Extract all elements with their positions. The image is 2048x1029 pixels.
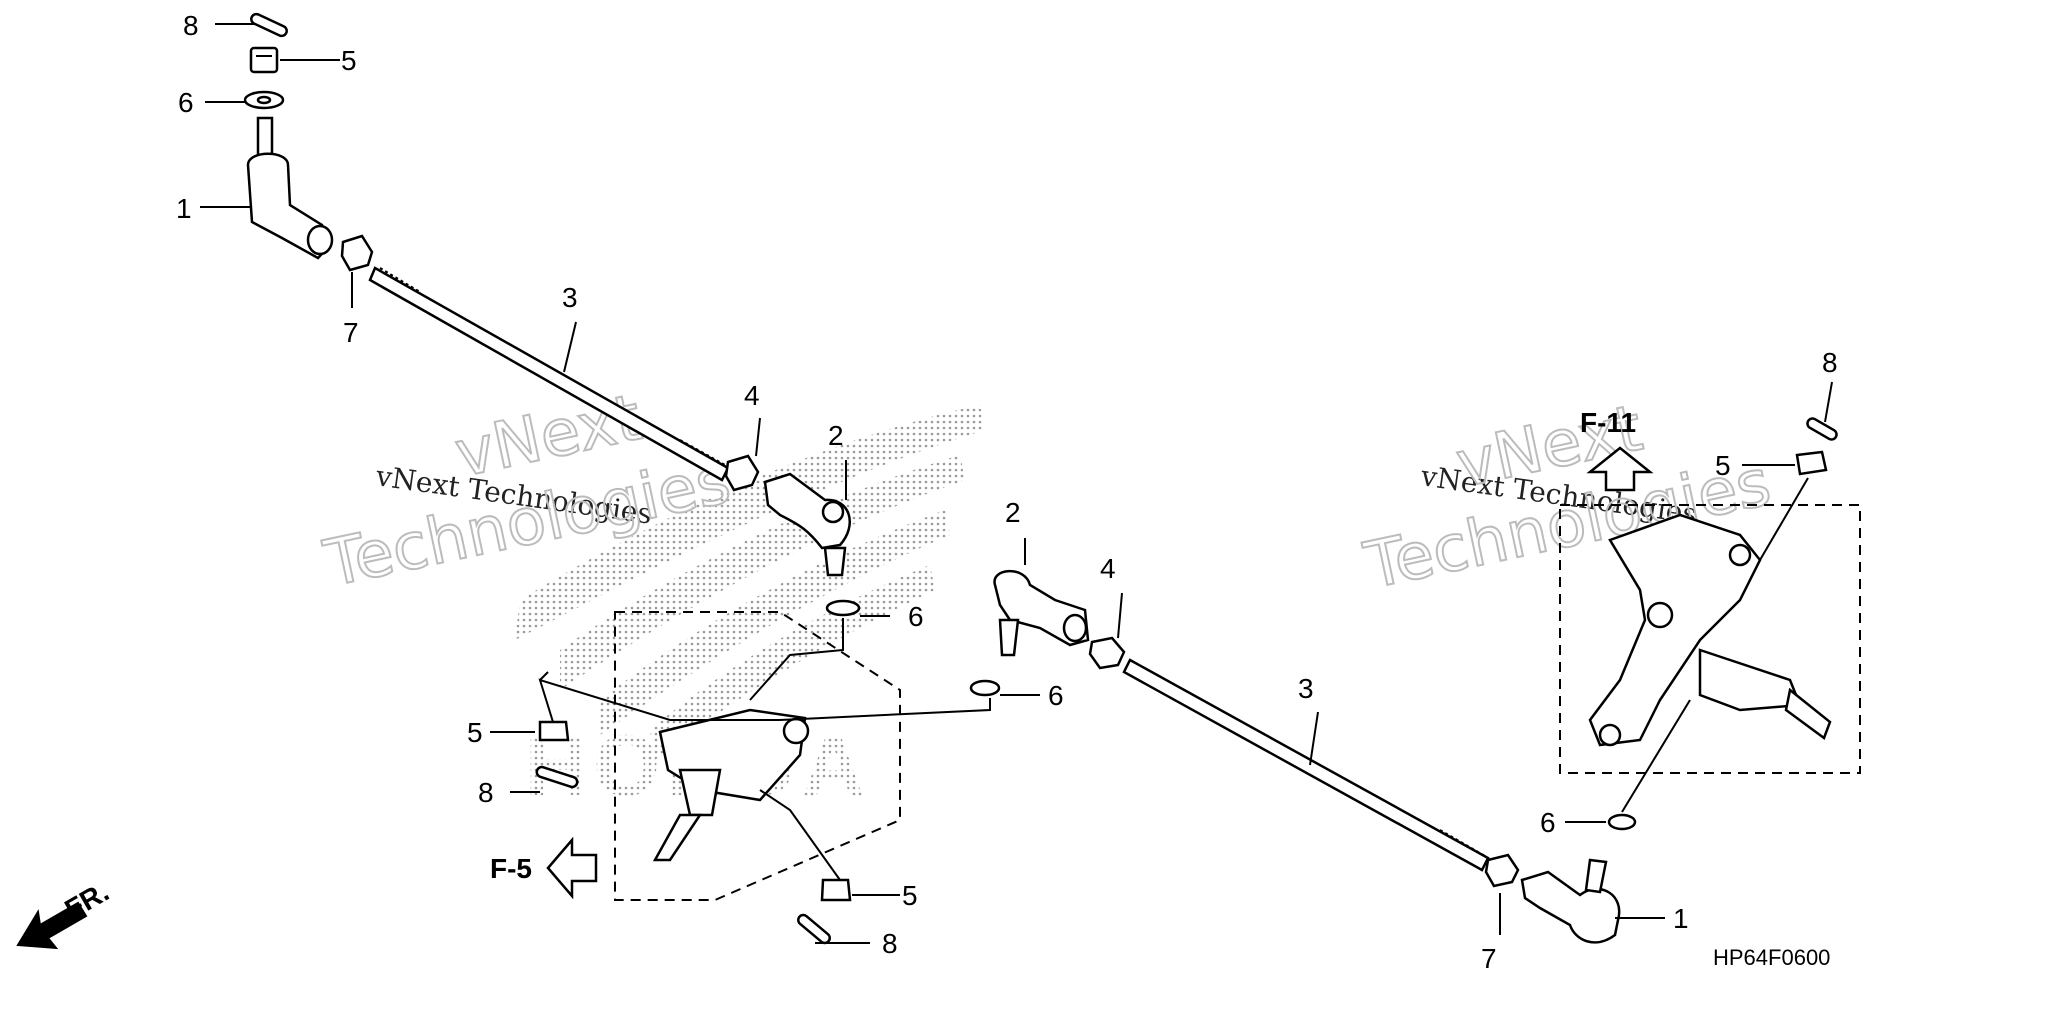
tie-rod-left [368, 266, 730, 482]
tie-rod-end-left [246, 116, 334, 260]
washer-right [1607, 813, 1637, 831]
callout-6-right: 6 [1540, 807, 1556, 838]
tie-rod-end-inner-right [993, 569, 1090, 657]
tie-rod-end-inner-left [763, 472, 851, 577]
callout-7-right: 7 [1481, 943, 1497, 974]
cotter-pin-left-bottom [797, 913, 831, 945]
callout-8-mid-left: 8 [478, 777, 494, 808]
castle-nut-left-bottom [820, 878, 852, 902]
reference-f5-label: F-5 [490, 853, 532, 884]
front-arrow-icon [16, 901, 88, 950]
callout-5-mid-left: 5 [467, 717, 483, 748]
tie-rod-right [1122, 658, 1490, 872]
cotter-pin-left-mid [535, 765, 579, 789]
callout-5-top: 5 [341, 45, 357, 76]
tie-rod-end-right [1520, 858, 1621, 944]
callout-1-left: 1 [176, 193, 192, 224]
callout-4-left: 4 [744, 380, 760, 411]
leader-lines [200, 23, 1833, 944]
steering-knuckle-right [1588, 513, 1832, 747]
callout-5-bottom: 5 [902, 880, 918, 911]
callout-1-right: 1 [1673, 903, 1689, 934]
lock-nut-left-inner [724, 454, 760, 492]
lock-nut-right [1484, 853, 1520, 888]
callout-6-right-tie: 6 [1048, 680, 1064, 711]
callout-3-left: 3 [562, 282, 578, 313]
arrow-left-icon [546, 836, 598, 900]
callout-6-top: 6 [178, 87, 194, 118]
callout-3-right: 3 [1298, 673, 1314, 704]
reference-f5[interactable]: F-5 [490, 836, 598, 900]
callout-2-right: 2 [1005, 497, 1021, 528]
lock-nut-right-inner [1088, 636, 1126, 670]
steering-knuckle-left [652, 708, 810, 862]
callout-8-right: 8 [1822, 347, 1838, 378]
lock-nut-left [340, 234, 374, 272]
washer-left-top [243, 90, 285, 110]
washer-center [825, 599, 861, 617]
arrow-up-icon [1586, 446, 1654, 492]
callout-5-right: 5 [1715, 450, 1731, 481]
callout-8-top: 8 [183, 10, 199, 41]
callout-8-bottom: 8 [882, 928, 898, 959]
diagram-code: HP64F0600 [1713, 945, 1830, 970]
callout-2-left: 2 [828, 420, 844, 451]
washer-right-tie [969, 679, 1001, 697]
reference-f11-label: F-11 [1580, 407, 1636, 438]
reference-f11[interactable]: F-11 [1580, 407, 1654, 492]
dashed-group-box-right [1559, 504, 1861, 774]
dashed-group-box-left [614, 611, 901, 901]
cotter-pin-left-top [250, 12, 288, 38]
cotter-pin-right [1806, 417, 1838, 441]
castle-nut-right [1795, 450, 1828, 476]
callout-7-left: 7 [343, 317, 359, 348]
callout-6-center: 6 [908, 601, 924, 632]
callout-4-right: 4 [1100, 553, 1116, 584]
castle-nut-left-mid [538, 720, 570, 742]
castle-nut-left-top [249, 46, 279, 74]
front-direction-indicator: FR. [16, 876, 114, 950]
